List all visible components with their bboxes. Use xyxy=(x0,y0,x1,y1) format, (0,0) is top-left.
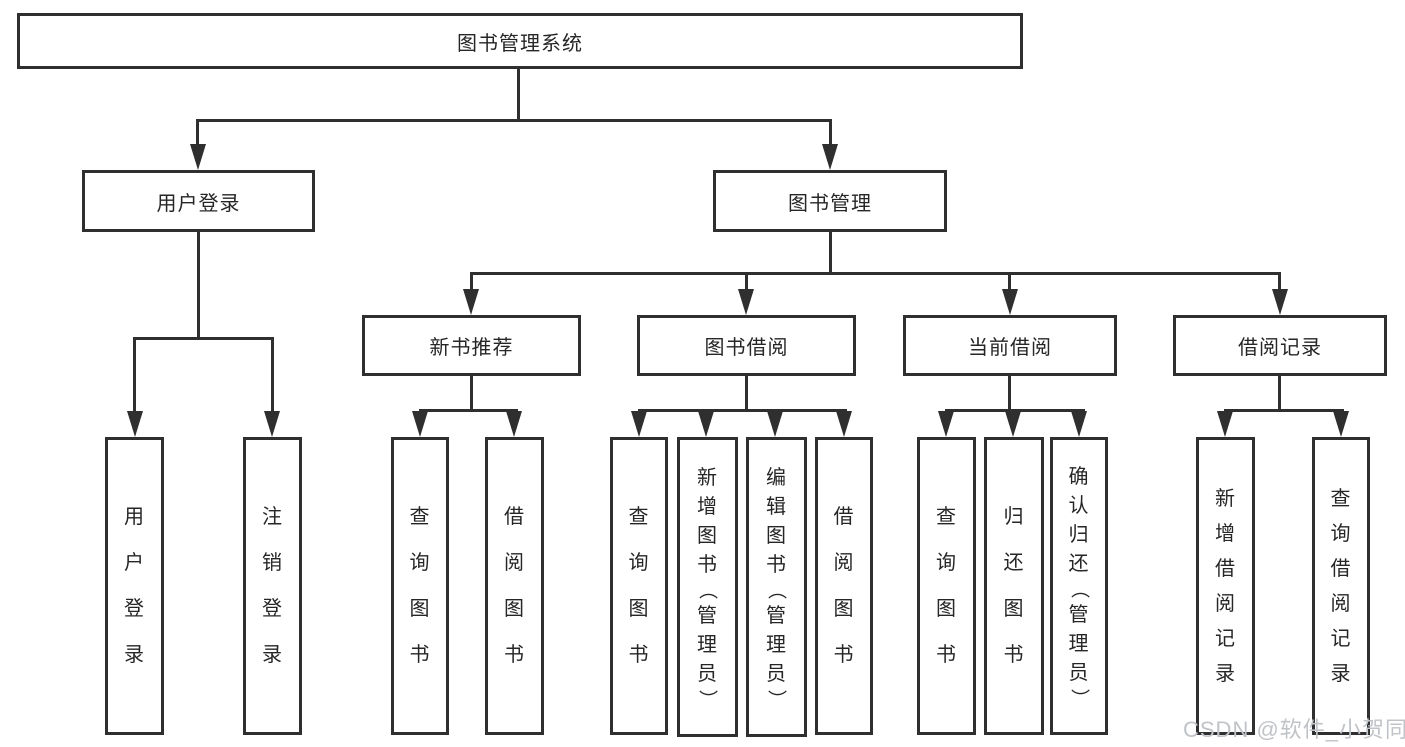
leaf-query-books-current: 查询图书 xyxy=(917,437,976,735)
node-label: 当前借阅 xyxy=(968,337,1052,359)
leaf-user-login: 用户登录 xyxy=(105,437,164,735)
node-label: 借阅记录 xyxy=(1238,337,1322,359)
connector-line xyxy=(1278,272,1281,291)
arrowhead-down-icon xyxy=(1005,411,1021,437)
node-current-borrow: 当前借阅 xyxy=(903,315,1117,376)
leaf-borrow-books: 借阅图书 xyxy=(815,437,873,735)
node-label: 图书管理系统 xyxy=(457,32,583,55)
node-label: 查询借阅记录 xyxy=(1330,487,1352,685)
arrowhead-down-icon xyxy=(836,411,852,437)
connector-line xyxy=(470,272,1281,275)
node-label: 借阅图书 xyxy=(833,506,855,666)
connector-line xyxy=(196,119,832,122)
connector-line xyxy=(1224,409,1344,412)
connector-line xyxy=(271,337,274,413)
arrowhead-down-icon xyxy=(127,411,143,437)
connector-line xyxy=(133,337,136,413)
node-label: 确认归还（管理员） xyxy=(1068,466,1090,709)
node-label: 查询图书 xyxy=(409,506,431,666)
arrowhead-down-icon xyxy=(1333,411,1349,437)
connector-line xyxy=(1008,272,1011,291)
node-label: 图书管理 xyxy=(788,192,872,215)
leaf-return-book: 归还图书 xyxy=(984,437,1044,735)
connector-line xyxy=(745,272,748,291)
connector-line xyxy=(829,119,832,146)
node-label: 图书借阅 xyxy=(704,337,789,359)
node-label: 新增借阅记录 xyxy=(1215,487,1236,685)
connector-line xyxy=(470,272,473,291)
arrowhead-down-icon xyxy=(1002,289,1018,315)
connector-line xyxy=(829,232,832,274)
node-label: 用户登录 xyxy=(124,506,145,666)
connector-line xyxy=(133,337,274,340)
arrowhead-down-icon xyxy=(1272,289,1288,315)
connector-line xyxy=(517,69,520,121)
node-new-book-recommend: 新书推荐 xyxy=(362,315,581,376)
node-user-login: 用户登录 xyxy=(82,170,315,232)
arrowhead-down-icon xyxy=(463,289,479,315)
connector-line xyxy=(745,376,748,411)
node-label: 注销登录 xyxy=(262,506,283,666)
node-book-borrow: 图书借阅 xyxy=(637,315,856,376)
node-label: 查询图书 xyxy=(936,506,957,666)
node-borrow-records: 借阅记录 xyxy=(1173,315,1387,376)
arrowhead-down-icon xyxy=(190,144,206,170)
watermark: CSDN @软件_小贺同学 xyxy=(1183,717,1405,742)
arrowhead-down-icon xyxy=(631,411,647,437)
leaf-query-books-recommend: 查询图书 xyxy=(391,437,449,735)
leaf-edit-book-admin: 编辑图书（管理员） xyxy=(746,437,807,737)
connector-line xyxy=(1008,376,1011,411)
node-label: 用户登录 xyxy=(156,192,241,215)
node-root: 图书管理系统 xyxy=(17,13,1023,69)
connector-line xyxy=(196,119,199,146)
node-label: 编辑图书（管理员） xyxy=(765,467,787,710)
leaf-add-book-admin: 新增图书（管理员） xyxy=(677,437,738,737)
node-book-management: 图书管理 xyxy=(713,170,947,232)
leaf-logout: 注销登录 xyxy=(243,437,302,735)
arrowhead-down-icon xyxy=(1071,411,1087,437)
leaf-borrow-books-recommend: 借阅图书 xyxy=(485,437,544,735)
leaf-query-borrow-record: 查询借阅记录 xyxy=(1312,437,1370,735)
connector-line xyxy=(945,409,1085,412)
arrowhead-down-icon xyxy=(698,411,714,437)
leaf-query-books-borrow: 查询图书 xyxy=(610,437,668,735)
connector-line xyxy=(470,376,473,411)
connector-line xyxy=(638,409,847,412)
node-label: 归还图书 xyxy=(1003,506,1025,666)
connector-line xyxy=(419,409,518,412)
connector-line xyxy=(1278,376,1281,411)
node-label: 借阅图书 xyxy=(504,506,525,666)
leaf-confirm-return-admin: 确认归还（管理员） xyxy=(1050,437,1108,735)
node-label: 查询图书 xyxy=(628,506,650,666)
arrowhead-down-icon xyxy=(822,144,838,170)
arrowhead-down-icon xyxy=(264,411,280,437)
node-label: 新增图书（管理员） xyxy=(696,467,718,710)
connector-line xyxy=(197,232,200,338)
arrowhead-down-icon xyxy=(412,411,428,437)
arrowhead-down-icon xyxy=(1217,411,1233,437)
arrowhead-down-icon xyxy=(938,411,954,437)
node-label: 新书推荐 xyxy=(429,337,514,359)
leaf-add-borrow-record: 新增借阅记录 xyxy=(1196,437,1255,735)
arrowhead-down-icon xyxy=(506,411,522,437)
arrowhead-down-icon xyxy=(738,289,754,315)
arrowhead-down-icon xyxy=(767,411,783,437)
